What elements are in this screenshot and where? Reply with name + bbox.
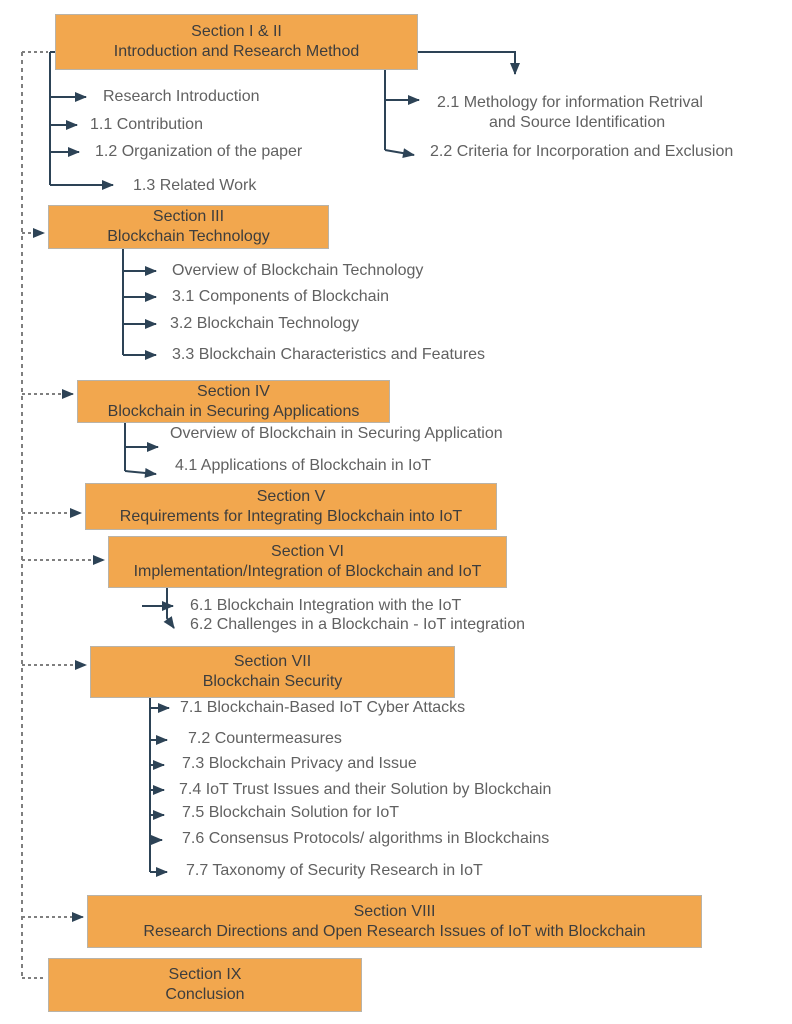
- section-box-6: Section VI Implementation/Integration of…: [108, 536, 507, 588]
- dashed-spine: [21, 51, 105, 979]
- section-subtitle: Blockchain in Securing Applications: [107, 402, 360, 420]
- subsection-label-overview-blockchain: Overview of Blockchain Technology: [172, 262, 424, 279]
- subsection-label-7-1: 7.1 Blockchain-Based IoT Cyber Attacks: [180, 699, 466, 716]
- subsection-label-2-1-line1: 2.1 Methology for information Retrival: [437, 94, 703, 111]
- section-subtitle: Requirements for Integrating Blockchain …: [119, 507, 463, 525]
- subsection-label-6-2: 6.2 Challenges in a Blockchain - IoT int…: [190, 616, 526, 633]
- section-subtitle: Implementation/Integration of Blockchain…: [133, 563, 482, 580]
- section-title: Section IX: [168, 966, 242, 983]
- connector-down-arrow: [418, 51, 520, 75]
- section-title: Section VI: [271, 543, 344, 560]
- subsection-label-1-1: 1.1 Contribution: [90, 116, 203, 133]
- subsection-label-7-7: 7.7 Taxonomy of Security Research in IoT: [186, 862, 483, 879]
- section-1-2-left-tree: [49, 51, 114, 190]
- subsection-label-7-6: 7.6 Consensus Protocols/ algorithms in B…: [182, 830, 550, 847]
- section-box-3: Section III Blockchain Technology: [48, 205, 329, 249]
- subsection-label-3-1: 3.1 Components of Blockchain: [172, 288, 390, 305]
- section-box-4: Section IV Blockchain in Securing Applic…: [77, 380, 390, 423]
- section-subtitle: Conclusion: [165, 986, 245, 1003]
- section-title: Section IV: [197, 382, 270, 400]
- subsection-label-3-3: 3.3 Blockchain Characteristics and Featu…: [172, 346, 486, 363]
- section-box-7: Section VII Blockchain Security: [90, 646, 455, 698]
- section-title: Section I & II: [191, 23, 282, 40]
- section-subtitle: Blockchain Security: [202, 673, 343, 690]
- subsection-label-3-2: 3.2 Blockchain Technology: [170, 315, 360, 332]
- subsection-label-2-1: 2.1 Methology for information Retrival a…: [437, 93, 703, 133]
- section-7-tree: [149, 698, 170, 877]
- section-title: Section III: [152, 208, 225, 225]
- arrow-6-2: [163, 588, 175, 629]
- subsection-label-4-1: 4.1 Applications of Blockchain in IoT: [175, 457, 432, 474]
- arrow-2-2: [384, 148, 415, 159]
- section-subtitle: Introduction and Research Method: [113, 43, 360, 60]
- subsection-label-research-introduction: Research Introduction: [103, 88, 260, 105]
- section-title: Section V: [256, 487, 326, 505]
- section-box-1-2: Section I & II Introduction and Research…: [55, 14, 418, 70]
- section-6-tree: [142, 588, 175, 629]
- subsection-label-6-1: 6.1 Blockchain Integration with the IoT: [190, 597, 462, 614]
- subsection-label-7-3: 7.3 Blockchain Privacy and Issue: [182, 755, 417, 772]
- subsection-label-1-3: 1.3 Related Work: [133, 177, 257, 194]
- subsection-label-7-5: 7.5 Blockchain Solution for IoT: [182, 804, 400, 821]
- section-box-5: Section V Requirements for Integrating B…: [85, 483, 497, 530]
- section-box-8: Section VIII Research Directions and Ope…: [87, 895, 702, 948]
- subsection-label-overview-securing: Overview of Blockchain in Securing Appli…: [170, 425, 503, 442]
- section-box-9: Section IX Conclusion: [48, 958, 362, 1012]
- section-3-tree: [122, 249, 157, 360]
- section-subtitle: Research Directions and Open Research Is…: [143, 922, 646, 940]
- section-subtitle: Blockchain Technology: [107, 228, 270, 245]
- arrow-4-1: [124, 467, 157, 478]
- subsection-label-1-2: 1.2 Organization of the paper: [95, 143, 303, 160]
- subsection-label-7-2: 7.2 Countermeasures: [188, 730, 342, 747]
- subsection-label-2-2: 2.2 Criteria for Incorporation and Exclu…: [430, 143, 734, 160]
- section-1-2-right-tree: [384, 51, 520, 159]
- subsection-label-7-4: 7.4 IoT Trust Issues and their Solution …: [179, 781, 552, 798]
- subsection-label-2-1-line2: and Source Identification: [489, 114, 666, 131]
- section-title: Section VII: [233, 653, 312, 670]
- section-title: Section VIII: [353, 902, 436, 920]
- section-4-tree: [124, 423, 159, 478]
